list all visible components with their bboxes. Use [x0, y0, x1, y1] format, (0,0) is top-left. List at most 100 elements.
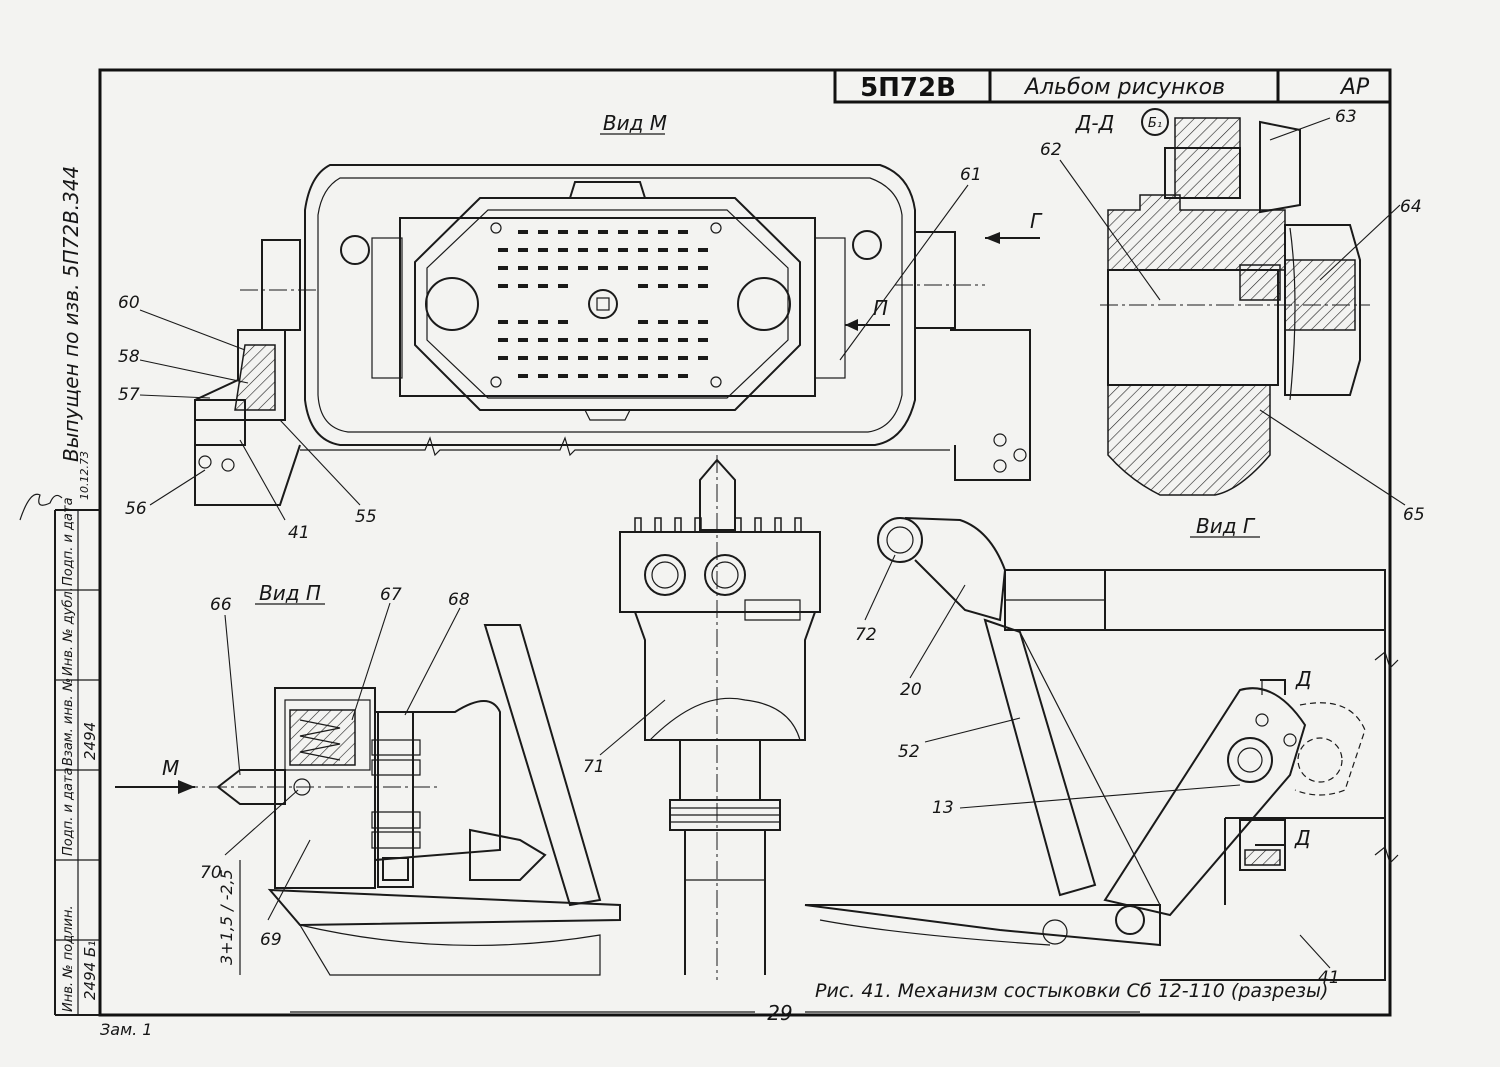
connector-pin [498, 248, 508, 252]
connector-pin [558, 320, 568, 324]
part-number-41-right: 41 [1318, 968, 1340, 988]
connector-pin [698, 266, 708, 270]
sheet-code: АР [1339, 75, 1370, 100]
connector-pin [498, 356, 508, 360]
connector-pin [698, 284, 708, 288]
arrow-m-label: М [162, 756, 179, 780]
connector-pin [618, 374, 628, 378]
part-number-52: 52 [898, 742, 920, 762]
part-number-60: 60 [118, 293, 140, 313]
connector-pin [578, 338, 588, 342]
view-p-title: Вид П [259, 581, 321, 605]
arrow-p-label: П [873, 296, 888, 320]
part-number-61: 61 [960, 165, 982, 185]
connector-pin [538, 338, 548, 342]
part-number-13: 13 [932, 798, 954, 818]
connector-pin [598, 374, 608, 378]
connector-pin [498, 284, 508, 288]
connector-peg [654, 517, 662, 533]
connector-pin [658, 320, 668, 324]
arrow-g-label: Г [1030, 209, 1043, 233]
view-g-drawing: Вид Г Д Д [804, 514, 1399, 981]
connector-pin [638, 284, 648, 288]
connector-peg [794, 517, 802, 533]
connector-peg [774, 517, 782, 533]
view-m-drawing: Вид М [194, 111, 1043, 506]
connector-peg [734, 517, 742, 533]
connector-pin [658, 266, 668, 270]
connector-pin [658, 284, 668, 288]
connector-pin [498, 338, 508, 342]
title-block: 5П72В Альбом рисунков АР [833, 68, 1392, 104]
connector-pin [598, 338, 608, 342]
connector-pin [678, 266, 688, 270]
part-number-69: 69 [260, 930, 282, 950]
connector-pin [498, 320, 508, 324]
connector-pin [638, 356, 648, 360]
connector-pin [618, 248, 628, 252]
connector-pin [598, 230, 608, 234]
connector-pin [658, 230, 668, 234]
connector-pin [638, 230, 648, 234]
arrow-d-bottom-label: Д [1294, 826, 1311, 850]
connector-pin [698, 248, 708, 252]
revision-note: Зам. 1 [100, 1020, 152, 1039]
connector-pin [678, 284, 688, 288]
signature-date: 10.12.73 [78, 451, 91, 500]
stamp-value-2494: 2494 [81, 722, 99, 760]
connector-pin [518, 266, 528, 270]
connector-pin [638, 266, 648, 270]
connector-pin [658, 338, 668, 342]
connector-pin [578, 248, 588, 252]
part-number-64: 64 [1400, 197, 1422, 217]
part-number-65: 65 [1403, 505, 1425, 525]
connector-pin [538, 320, 548, 324]
connector-pin [678, 356, 688, 360]
part-number-70: 70 [200, 863, 222, 883]
connector-pin [518, 374, 528, 378]
view-p-drawing: Вид П М 3+1,5 / -2,5 [115, 581, 621, 976]
connector-pin [638, 374, 648, 378]
part-number-55: 55 [355, 507, 377, 527]
connector-pin [638, 248, 648, 252]
connector-pin [538, 230, 548, 234]
connector-pin [578, 374, 588, 378]
part-number-41-left: 41 [288, 523, 310, 543]
connector-pin [658, 374, 668, 378]
stamp-field-4: Подп. и дата [61, 767, 76, 856]
stamp-field-2: Инв. № дубл. [61, 587, 76, 676]
signature-mark [19, 493, 63, 521]
part-number-71: 71 [583, 757, 605, 777]
part-number-57: 57 [118, 385, 140, 405]
part-number-68: 68 [448, 590, 470, 610]
connector-pin [558, 266, 568, 270]
connector-pin [518, 248, 528, 252]
connector-pin [558, 374, 568, 378]
connector-pin [678, 374, 688, 378]
connector-pin [698, 356, 708, 360]
connector-pin [558, 356, 568, 360]
connector-peg [634, 517, 642, 533]
connector-pin [678, 338, 688, 342]
part-number-66: 66 [210, 595, 232, 615]
connector-pin [518, 230, 528, 234]
part-callouts: 60 58 57 56 41 55 61 62 63 64 65 66 [118, 107, 1425, 988]
connector-pin [618, 356, 628, 360]
sheet-frame [54, 68, 1392, 1017]
connector-pin [598, 248, 608, 252]
connector-pin [618, 230, 628, 234]
stamp-field-5: Инв. № подлин. [61, 905, 76, 1012]
stamp-value-2494b: 2494 Б₁ [81, 941, 99, 1000]
connector-pin [558, 338, 568, 342]
connector-pin [618, 338, 628, 342]
release-note: Выпущен по изв. 5П72В.344 [59, 166, 83, 462]
connector-pin [638, 338, 648, 342]
connector-pin [678, 230, 688, 234]
connector-pin [578, 356, 588, 360]
part-number-20: 20 [900, 680, 922, 700]
part-number-63: 63 [1335, 107, 1357, 127]
connector-pin [498, 266, 508, 270]
part-number-67: 67 [380, 585, 402, 605]
connector-pin [518, 356, 528, 360]
